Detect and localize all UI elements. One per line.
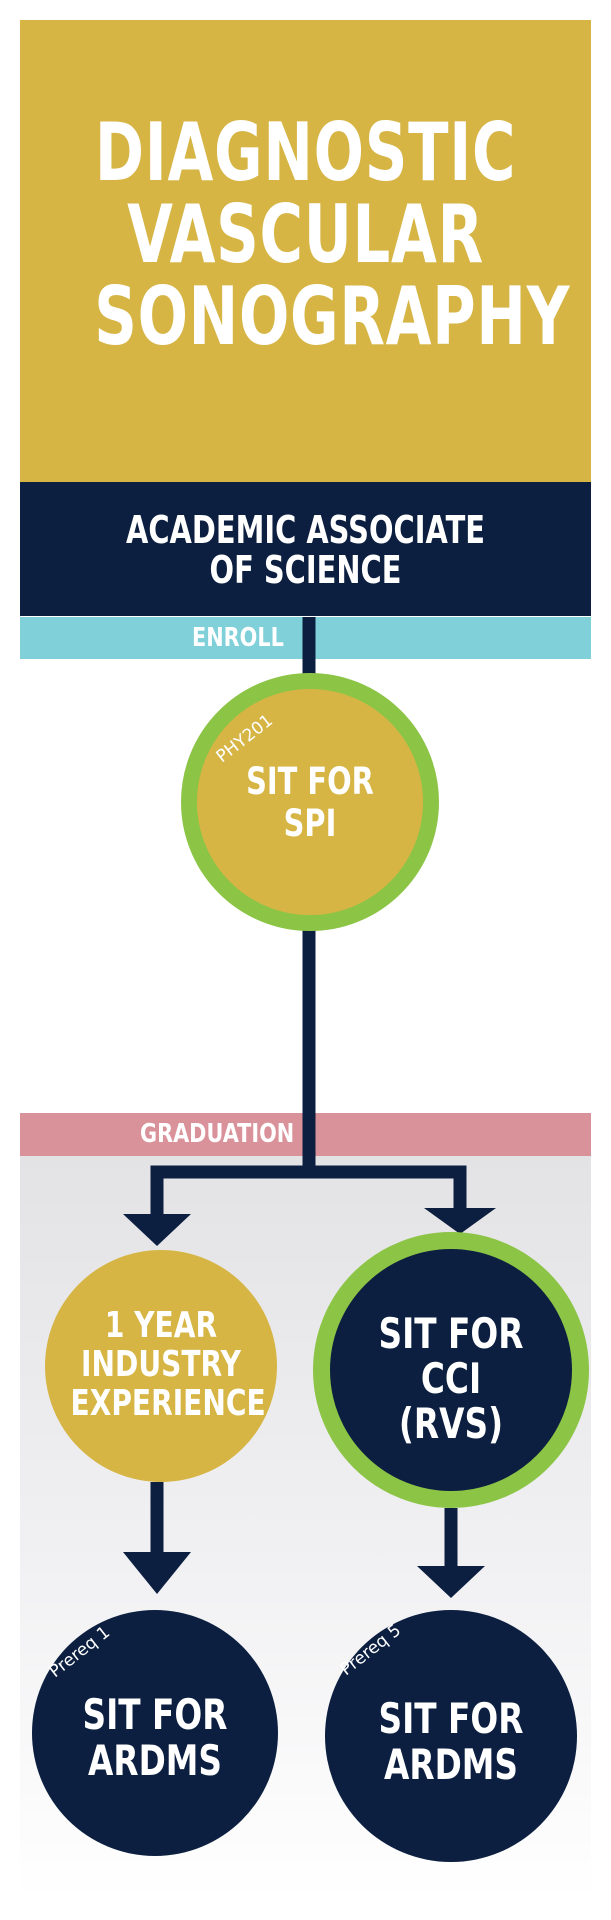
- industry-experience-node: 1 YEAR INDUSTRY EXPERIENCE: [45, 1250, 277, 1482]
- ardms-right-line-2: ARDMS: [384, 1740, 518, 1789]
- experience-line-2: INDUSTRY: [81, 1344, 241, 1385]
- experience-line-3: EXPERIENCE: [70, 1383, 266, 1424]
- experience-label: 1 YEAR INDUSTRY EXPERIENCE: [70, 1305, 266, 1424]
- sit-for-ardms-left-node: Prereq 1 SIT FOR ARDMS: [32, 1610, 278, 1856]
- spi-label-line-1: SIT FOR: [246, 760, 374, 803]
- degree-title: ACADEMIC ASSOCIATE OF SCIENCE: [89, 510, 523, 590]
- degree-line-2: OF SCIENCE: [209, 548, 402, 592]
- arrow-to-ardms-left: [123, 1552, 191, 1594]
- spi-label-line-2: SPI: [283, 802, 337, 845]
- degree-block: ACADEMIC ASSOCIATE OF SCIENCE: [20, 482, 591, 616]
- cci-line-2: CCI: [420, 1354, 482, 1403]
- title-line-3: SONOGRAPHY: [94, 270, 571, 363]
- course-tag-phy201: PHY201: [212, 710, 277, 767]
- arrow-to-cci: [424, 1208, 496, 1234]
- program-title: DIAGNOSTIC VASCULAR SONOGRAPHY: [94, 106, 571, 363]
- cci-label: SIT FOR CCI (RVS): [357, 1311, 546, 1446]
- cci-line-3: (RVS): [398, 1399, 504, 1448]
- spi-label: SIT FOR SPI: [222, 761, 398, 845]
- arrow-to-ardms-right: [417, 1566, 485, 1598]
- ardms-right-line-1: SIT FOR: [378, 1694, 524, 1743]
- ardms-left-line-2: ARDMS: [88, 1736, 222, 1785]
- title-line-2: VASCULAR: [127, 188, 484, 281]
- ardms-right-label: SIT FOR ARDMS: [353, 1696, 550, 1788]
- title-line-1: DIAGNOSTIC: [94, 106, 517, 199]
- sit-for-spi-node: PHY201 SIT FOR SPI: [181, 673, 439, 931]
- cci-line-1: SIT FOR: [378, 1309, 524, 1358]
- title-block: DIAGNOSTIC VASCULAR SONOGRAPHY: [20, 20, 591, 482]
- enroll-label: ENROLL: [192, 623, 284, 653]
- ardms-left-line-1: SIT FOR: [82, 1690, 228, 1739]
- ardms-left-label: SIT FOR ARDMS: [59, 1692, 251, 1784]
- graduation-label: GRADUATION: [140, 1119, 295, 1149]
- arrow-to-experience: [123, 1214, 191, 1246]
- degree-line-1: ACADEMIC ASSOCIATE: [125, 508, 486, 552]
- sit-for-ardms-right-node: Prereq 5 SIT FOR ARDMS: [325, 1610, 577, 1862]
- connector-split: [150, 1165, 467, 1218]
- experience-line-1: 1 YEAR: [104, 1305, 218, 1346]
- sit-for-cci-node: SIT FOR CCI (RVS): [313, 1232, 589, 1508]
